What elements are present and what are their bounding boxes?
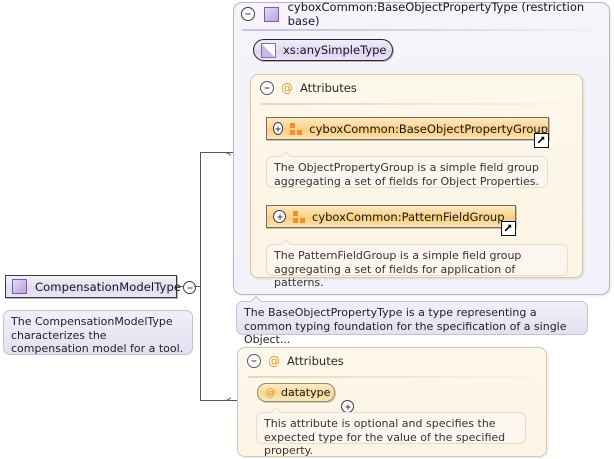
annotation-baseobjectpropertygroup: The ObjectPropertyGroup is a simple fiel… (266, 156, 548, 188)
attribute-at-icon: @ (281, 81, 293, 95)
restriction-base-title: cyboxCommon:BaseObjectPropertyType (rest… (287, 0, 585, 28)
attributes-title: Attributes (287, 354, 344, 368)
complex-type-swatch-icon (263, 6, 279, 22)
expand-toggle-patternfieldgroup[interactable] (273, 210, 286, 223)
collapse-toggle-attributes-inherited[interactable] (260, 81, 274, 95)
simple-type-icon (261, 42, 276, 58)
annotation-text: The PatternFieldGroup is a simple field … (274, 249, 522, 289)
bracket-spine (200, 152, 201, 401)
annotation-compensationmodeltype: The CompensationModelType characterizes … (3, 310, 193, 355)
header-divider (242, 29, 602, 31)
bubble-tail (281, 238, 292, 245)
attributes-header: @ Attributes (247, 354, 344, 368)
collapse-toggle-attributes-local[interactable] (247, 354, 261, 368)
attribute-group-icon (290, 122, 303, 135)
bracket-arm-top (224, 152, 236, 153)
attribute-group-label: cyboxCommon:PatternFieldGroup (312, 209, 505, 224)
annotation-baseobjectpropertytype: The BaseObjectPropertyType is a type rep… (236, 301, 588, 346)
complex-type-label: CompensationModelType (35, 279, 182, 294)
bubble-tail (251, 295, 262, 302)
annotation-text: The CompensationModelType characterizes … (11, 315, 184, 355)
annotation-patternfieldgroup: The PatternFieldGroup is a simple field … (266, 244, 568, 289)
restriction-base-header: cyboxCommon:BaseObjectPropertyType (rest… (234, 0, 609, 28)
attributes-title: Attributes (300, 81, 357, 95)
annotation-text: This attribute is optional and specifies… (264, 417, 506, 457)
connector-toggle-to-bracket (194, 286, 201, 287)
goto-definition-arrow-icon[interactable] (534, 133, 549, 148)
collapse-toggle-compensationmodeltype[interactable] (183, 281, 196, 294)
annotation-datatype: This attribute is optional and specifies… (256, 412, 526, 457)
complex-type-node-compensationmodeltype[interactable]: CompensationModelType (5, 275, 181, 298)
bracket-connector (200, 152, 234, 401)
attributes-divider (261, 103, 567, 105)
attribute-group-label: cyboxCommon:BaseObjectPropertyGroup (309, 121, 548, 136)
bubble-tail (281, 150, 292, 157)
goto-definition-arrow-icon[interactable] (501, 221, 516, 236)
attributes-header: @ Attributes (260, 81, 357, 95)
attributes-divider (248, 376, 533, 378)
simple-type-label: xs:anySimpleType (283, 43, 387, 57)
expand-toggle-baseobjectpropertygroup[interactable] (273, 122, 284, 135)
collapse-toggle-baseobjectpropertytype[interactable] (241, 7, 255, 21)
bracket-arm-bottom (224, 400, 238, 401)
attribute-at-icon: @ (265, 386, 276, 399)
bubble-tail (271, 406, 282, 413)
complex-type-swatch-icon (12, 279, 27, 294)
attribute-group-node-baseobjectpropertygroup[interactable]: cyboxCommon:BaseObjectPropertyGroup (266, 117, 549, 148)
attribute-group-node-patternfieldgroup[interactable]: cyboxCommon:PatternFieldGroup (266, 205, 516, 236)
annotation-text: The BaseObjectPropertyType is a type rep… (244, 306, 567, 346)
simple-type-node-anysimpletype[interactable]: xs:anySimpleType (253, 39, 393, 61)
attribute-label: datatype (281, 386, 331, 399)
attribute-at-icon: @ (268, 354, 280, 368)
connector-box-to-toggle (178, 286, 183, 287)
attribute-node-datatype[interactable]: @ datatype (257, 383, 335, 402)
annotation-text: The ObjectPropertyGroup is a simple fiel… (274, 161, 539, 188)
attribute-group-icon (293, 210, 305, 223)
